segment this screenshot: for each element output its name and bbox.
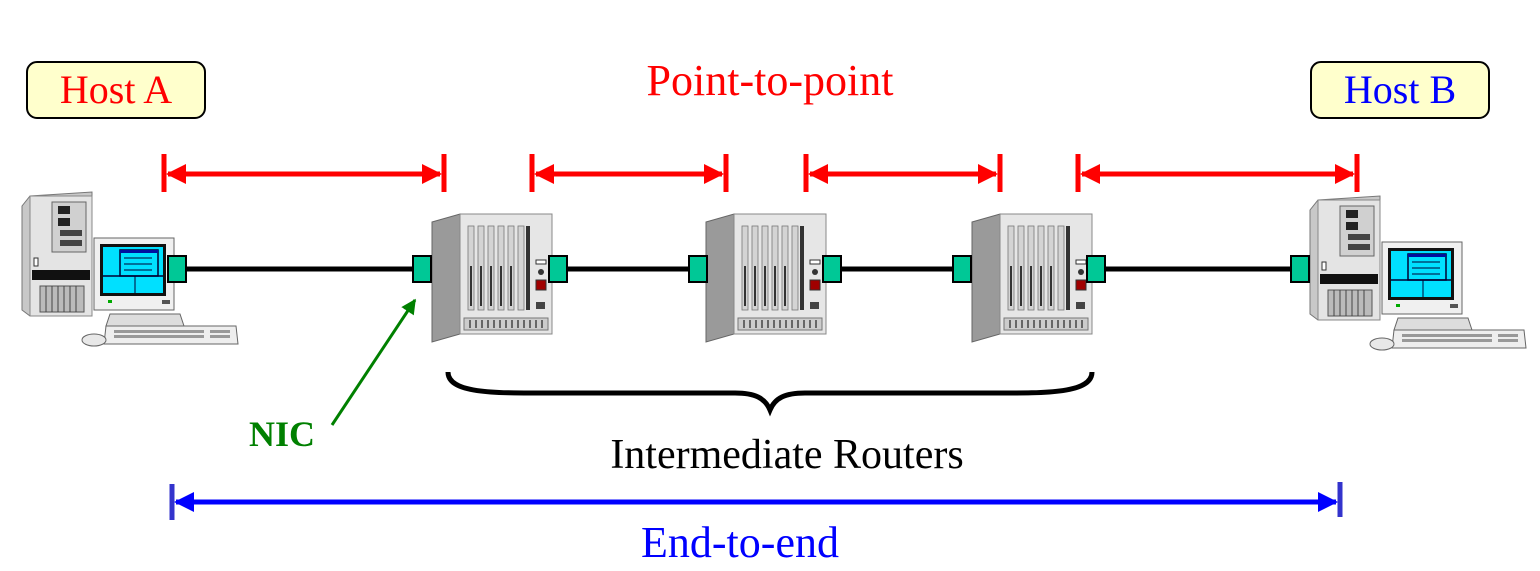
intermediate-routers-brace [445, 371, 1095, 417]
host-b-label-box: Host B [1310, 61, 1490, 119]
router-3-icon [971, 213, 1093, 343]
nic-icon [688, 255, 708, 283]
host-b-label: Host B [1344, 67, 1456, 112]
nic-icon [167, 255, 187, 283]
host-a-label-box: Host A [26, 61, 206, 119]
router-2-icon [705, 213, 827, 343]
end-to-end-arrow [169, 482, 1343, 520]
host-b-computer-icon [1309, 195, 1527, 351]
nic-pointer-arrow [330, 298, 417, 426]
router-1-icon [431, 213, 553, 343]
nic-icon [1086, 255, 1106, 283]
p2p-arrow-2 [529, 154, 729, 192]
nic-icon [822, 255, 842, 283]
intermediate-routers-label: Intermediate Routers [610, 432, 963, 478]
point-to-point-label: Point-to-point [647, 56, 894, 105]
nic-icons [167, 255, 1310, 283]
p2p-arrow-3 [803, 154, 1003, 192]
nic-label: NIC [249, 414, 315, 454]
nic-icon [952, 255, 972, 283]
nic-icon [548, 255, 568, 283]
host-a-label: Host A [60, 67, 172, 112]
point-to-point-arrows [161, 154, 1360, 192]
nic-icon [1290, 255, 1310, 283]
p2p-arrow-1 [161, 154, 447, 192]
p2p-arrow-4 [1075, 154, 1360, 192]
end-to-end-label: End-to-end [641, 518, 839, 567]
nic-icon [412, 255, 432, 283]
